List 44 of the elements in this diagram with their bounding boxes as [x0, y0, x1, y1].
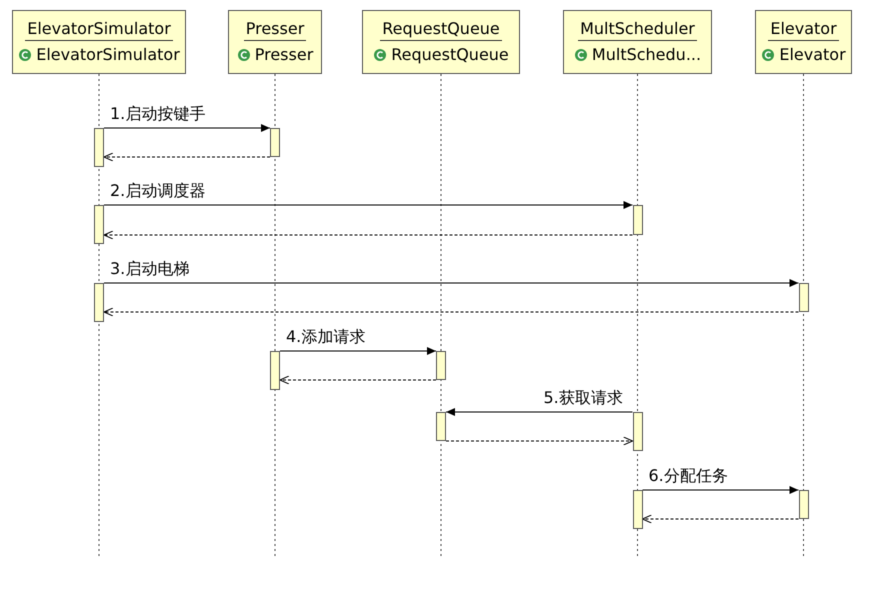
class-name: ElevatorSimulator [36, 45, 180, 64]
message-label: 2.启动调度器 [108, 181, 208, 201]
message-label: 6.分配任务 [646, 466, 730, 486]
message-arrow [104, 201, 633, 209]
activation-bar [632, 412, 642, 451]
message-arrow [104, 124, 270, 132]
return-arrow [104, 308, 799, 316]
object-name: Presser [244, 19, 306, 41]
activation-bar [436, 351, 446, 380]
message-arrow [280, 347, 436, 355]
message-label: 5.获取请求 [542, 388, 625, 408]
activation-bar [270, 351, 280, 390]
activation-bar [798, 490, 808, 519]
activation-bar [94, 128, 104, 167]
activation-bar [632, 490, 642, 529]
object-name: MultScheduler [578, 19, 697, 41]
class-name: Elevator [779, 45, 846, 64]
activation-bar [94, 283, 104, 322]
return-arrow [280, 376, 436, 384]
class-name: RequestQueue [391, 45, 509, 64]
object-name: ElevatorSimulator [25, 19, 173, 41]
lifeline-header [12, 10, 186, 74]
lifeline-header [563, 10, 712, 74]
return-arrow [642, 514, 799, 524]
activation-bar [632, 205, 642, 235]
class-name: MultSchedu... [592, 45, 702, 64]
message-label: 3.启动电梯 [108, 259, 192, 279]
message-arrow [642, 486, 799, 494]
activation-bar [436, 412, 446, 441]
object-name: Elevator [768, 19, 839, 41]
lifeline-header [362, 10, 520, 74]
activation-bar [94, 205, 104, 244]
return-arrow [446, 436, 633, 446]
message-label: 4.添加请求 [284, 327, 368, 347]
class-name: Presser [254, 45, 314, 64]
message-arrow [446, 408, 633, 416]
object-name: RequestQueue [380, 19, 502, 41]
return-arrow [104, 152, 270, 162]
message-arrow [104, 279, 799, 287]
return-arrow [104, 230, 633, 240]
activation-bar [270, 128, 280, 157]
activation-bar [798, 283, 808, 312]
lifeline-header [755, 10, 852, 74]
lifeline-header [228, 10, 322, 74]
